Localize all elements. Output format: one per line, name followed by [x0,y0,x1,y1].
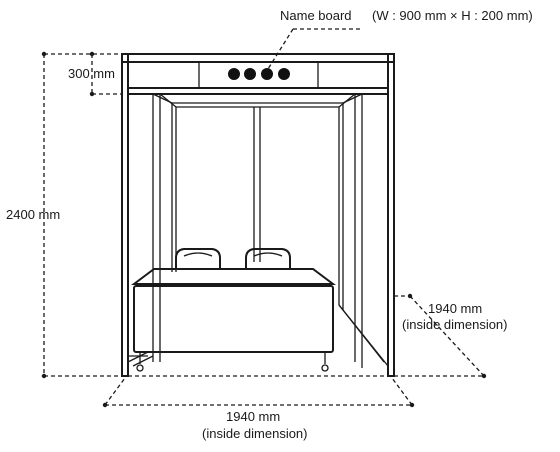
chair-right [245,248,291,270]
width-note-label: (inside dimension) [202,426,308,441]
top-fascia-rail [121,53,395,63]
width-dimension [102,377,415,408]
fascia-height-dimension [89,51,122,97]
left-front-post [121,53,129,377]
interior-walls [127,93,389,368]
chair-left [175,248,221,270]
width-value-label: 1940 mm [226,409,280,424]
name-board-label: Name board [280,8,352,23]
depth-dimension [394,293,485,377]
depth-note-label: (inside dimension) [402,317,508,332]
total-height-label: 2400 mm [6,207,60,222]
name-board-dot-1 [228,68,240,80]
fascia-panel [127,61,389,89]
name-board-leader [267,28,294,70]
fascia-bottom-rail [127,87,389,95]
depth-value-label: 1940 mm [428,301,482,316]
table [128,268,336,372]
name-board-dot-2 [244,68,256,80]
name-board [198,61,319,89]
name-board-size: (W : 900 mm × H : 200 mm) [372,8,533,23]
board-height-label: 300 mm [68,66,115,81]
name-board-dot-4 [278,68,290,80]
right-front-post [387,53,395,377]
name-board-dot-3 [261,68,273,80]
